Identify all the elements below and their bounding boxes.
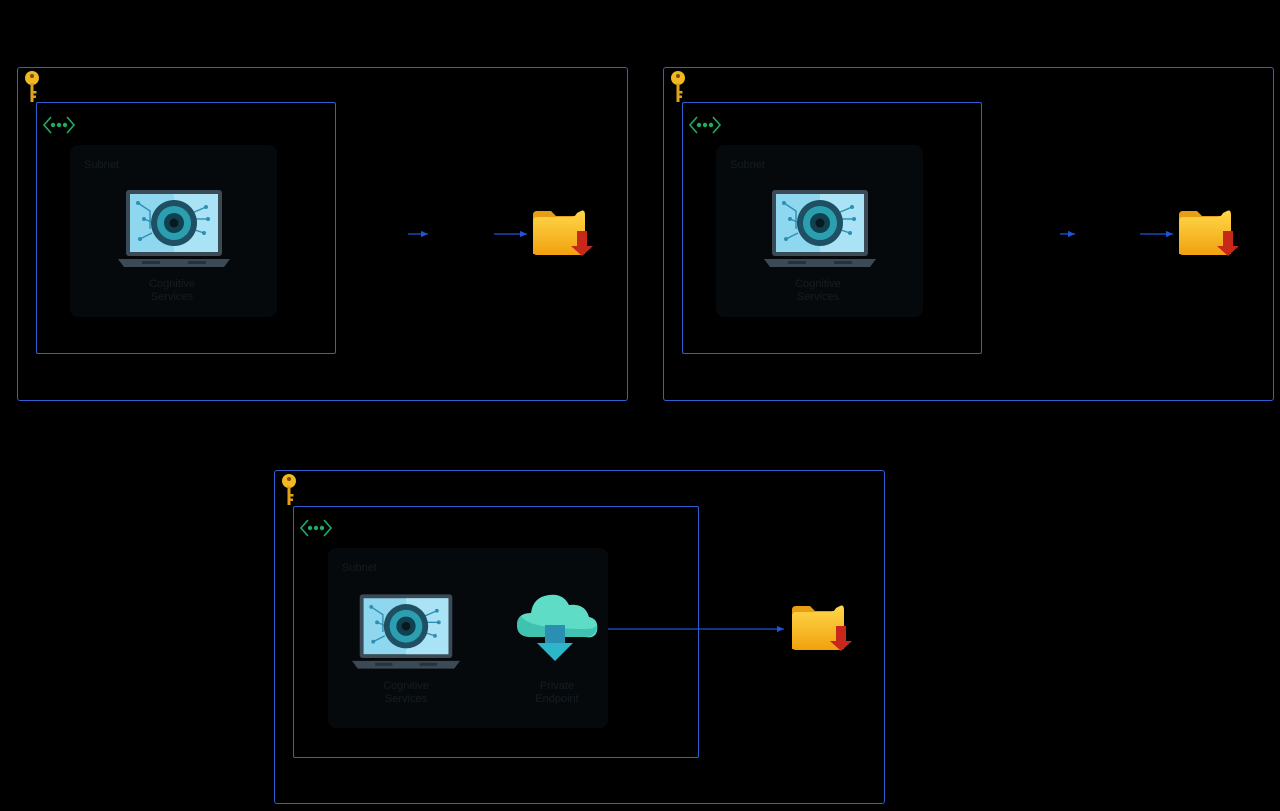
vnet-box [36, 102, 336, 354]
vnet-box [293, 506, 699, 758]
node-label-private-endpoint: Private Endpoint [535, 680, 579, 705]
storage-folder-download-icon[interactable] [531, 207, 599, 257]
subnet-label: Subnet [730, 159, 765, 171]
vnet-icon [688, 116, 722, 134]
vnet-icon [42, 116, 76, 134]
subscription-box [274, 470, 885, 804]
key-icon [671, 71, 685, 102]
vnet-icon [299, 519, 333, 537]
computer-vision-laptop-icon[interactable] [764, 189, 876, 269]
computer-vision-laptop-icon[interactable] [118, 189, 230, 269]
subscription-box [17, 67, 628, 401]
node-label-cognitive-services: Cognitive Services [149, 278, 195, 303]
storage-folder-download-icon[interactable] [790, 602, 858, 652]
key-icon [282, 474, 296, 505]
computer-vision-laptop-icon[interactable] [352, 593, 460, 671]
node-label-cognitive-services: Cognitive Services [383, 680, 429, 705]
key-icon [25, 71, 39, 102]
node-label-cognitive-services: Cognitive Services [795, 278, 841, 303]
cloud-download-icon[interactable] [515, 589, 599, 663]
storage-folder-download-icon[interactable] [1177, 207, 1245, 257]
vnet-box [682, 102, 982, 354]
subnet-label: Subnet [342, 562, 377, 574]
subscription-box [663, 67, 1274, 401]
subnet-label: Subnet [84, 159, 119, 171]
